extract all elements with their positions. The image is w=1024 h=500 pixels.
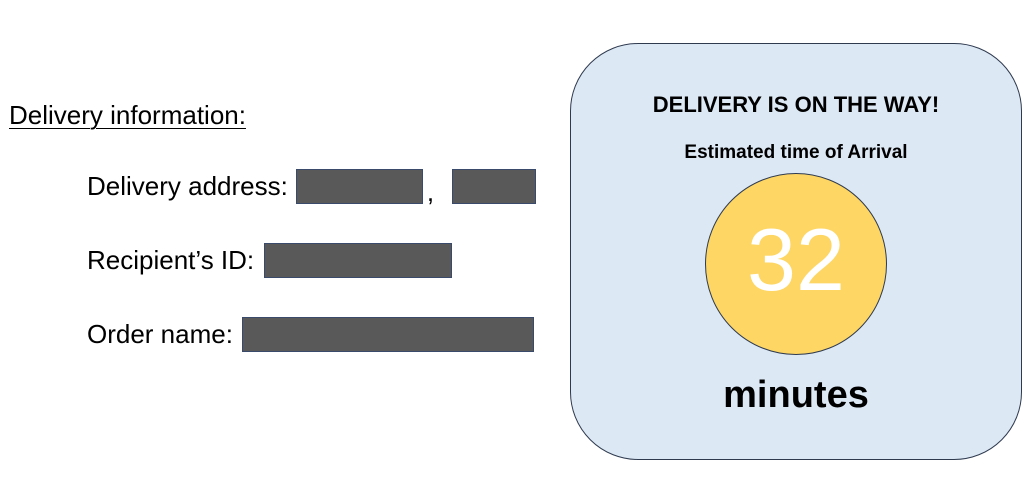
delivery-status-title: DELIVERY IS ON THE WAY! (652, 92, 940, 117)
eta-unit: minutes (723, 374, 869, 416)
address-separator: , (426, 176, 435, 207)
eta-value: 32 (747, 210, 845, 309)
delivery-address-label: Delivery address: (87, 170, 288, 201)
eta-subtitle: Estimated time of Arrival (684, 142, 908, 163)
delivery-status-card: DELIVERY IS ON THE WAY! Estimated time o… (570, 43, 1022, 460)
redacted-address-field-2 (452, 168, 537, 204)
recipient-id-label: Recipient’s ID: (87, 244, 255, 275)
recipient-id-row: Recipient’s ID: (87, 242, 453, 278)
eta-circle: 32 (705, 173, 887, 355)
redacted-order-name (241, 316, 534, 352)
delivery-info-title: Delivery information: (9, 100, 246, 130)
order-name-label: Order name: (87, 318, 233, 349)
delivery-address-row: Delivery address: , (87, 168, 537, 207)
order-name-row: Order name: (87, 316, 534, 352)
redacted-address-field (295, 168, 423, 204)
redacted-recipient-id (264, 242, 453, 278)
